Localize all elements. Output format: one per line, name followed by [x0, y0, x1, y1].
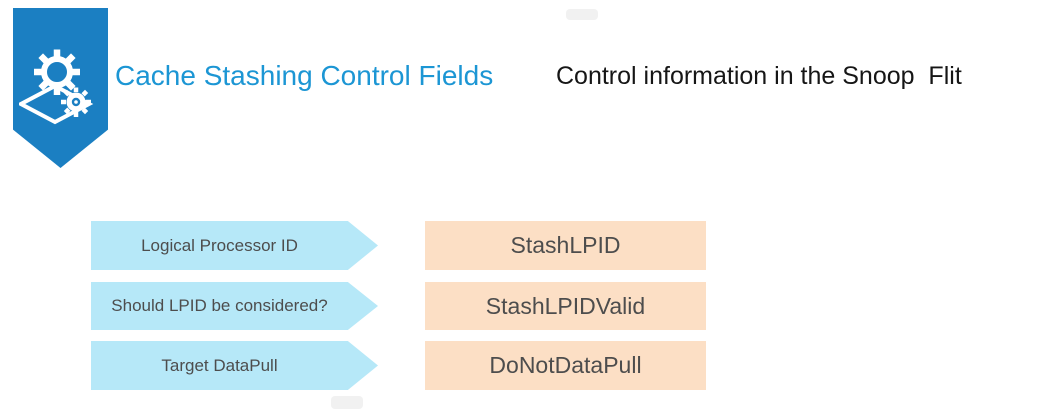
field-name-box: StashLPIDValid — [425, 282, 706, 330]
artifact-mark-top — [566, 9, 598, 20]
field-description-arrow: Should LPID be considered? — [91, 282, 378, 330]
field-row-stashlpid: Logical Processor ID StashLPID — [0, 221, 1041, 270]
page-title: Cache Stashing Control Fields — [115, 60, 494, 91]
field-row-donotdatapull: Target DataPull DoNotDataPull — [0, 341, 1041, 390]
artifact-mark-bottom — [331, 396, 363, 409]
field-name-box: DoNotDataPull — [425, 341, 706, 390]
field-name-box: StashLPID — [425, 221, 706, 270]
field-description-arrow: Logical Processor ID — [91, 221, 378, 270]
badge — [13, 8, 108, 168]
field-description-label: Logical Processor ID — [141, 235, 298, 255]
field-row-stashlpidvalid: Should LPID be considered? StashLPIDVali… — [0, 282, 1041, 330]
gears-on-diamond-icon — [19, 49, 94, 125]
field-name-label: StashLPIDValid — [485, 292, 646, 319]
field-name-label: StashLPID — [510, 232, 621, 258]
field-description-label: Target DataPull — [161, 355, 278, 375]
field-description-label: Should LPID be considered? — [111, 296, 328, 315]
field-description-arrow: Target DataPull — [91, 341, 378, 390]
header-subtitle: Control information in the Snoop Flit — [556, 62, 962, 90]
field-name-label: DoNotDataPull — [489, 352, 642, 378]
